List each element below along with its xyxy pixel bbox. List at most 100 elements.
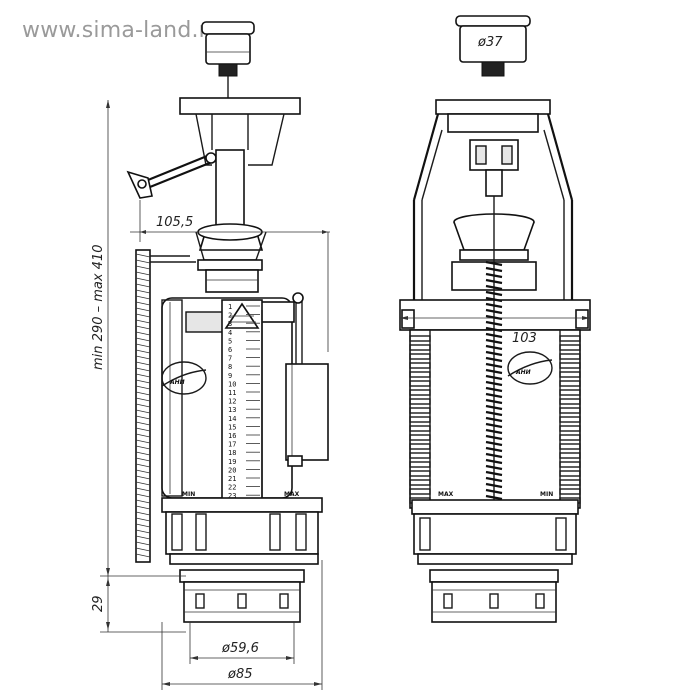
left-dim-thread: 29 [91,595,106,612]
left-max-label: MAX [284,491,300,498]
spring-coil [485,434,503,441]
spring-coil [485,332,503,339]
rod-tick [135,541,151,546]
spring-coil [485,356,503,363]
spring-coil [485,446,503,453]
rod-tick [135,403,151,408]
left-logo-text: АНИ [169,379,185,386]
scale-number: 4 [228,329,232,337]
right-min-label: MIN [540,491,553,498]
rod-tick [135,319,151,324]
rod-tick [135,451,151,456]
spring-coil [485,386,503,393]
rod-tick [135,415,151,420]
right-dim-button: ø37 [477,35,503,50]
left-top-flange [179,97,301,166]
rod-tick [135,409,151,414]
rod-tick [135,253,151,258]
right-main-body: 103 [399,299,591,509]
spring-coil [485,278,503,285]
spring-coil [485,470,503,477]
rod-tick [135,529,151,534]
spring-coil [485,488,503,495]
rod-tick [135,499,151,504]
scale-number: 13 [228,406,236,414]
rod-tick [135,289,151,294]
left-dimensions: 105,5 min 290 – max 410 29 ø59,6 ø85 [91,100,330,690]
scale-number: 17 [228,441,236,449]
watermark-text: www.sima-land.ru [22,18,223,43]
rod-tick [135,517,151,522]
left-dim-outer: ø85 [227,667,253,682]
spring-coil [485,416,503,423]
left-view: 123456789101112131415161718192021222324 … [91,21,330,690]
spring-coil [485,410,503,417]
spring-coil [485,266,503,273]
spring-coil [485,284,503,291]
left-min-label: MIN [182,491,195,498]
rod-tick [135,391,151,396]
spring-coil [485,482,503,489]
right-dim-width: 103 [512,331,537,346]
rod-tick [135,283,151,288]
rod-tick [135,265,151,270]
right-lower-skirt [411,499,579,565]
spring-coil [485,374,503,381]
scale-number: 10 [228,380,236,388]
left-dim-arm: 105,5 [156,215,193,230]
scale-number: 7 [228,355,232,363]
rod-tick [135,421,151,426]
rod-tick [135,511,151,516]
rod-tick [135,271,151,276]
rod-tick [135,535,151,540]
rod-tick [135,445,151,450]
spring-coil [485,380,503,387]
scale-number: 3 [228,320,232,328]
spring-coil [485,290,503,297]
rod-tick [135,427,151,432]
spring-coil [485,296,503,303]
left-dim-inner: ø59,6 [221,641,259,656]
spring-coil [485,392,503,399]
scale-number: 9 [228,372,232,380]
scale-number: 12 [228,398,236,406]
right-thread-nut [429,569,559,623]
rod-tick [135,337,151,342]
left-dim-height: min 290 – max 410 [91,245,106,371]
rod-tick [135,397,151,402]
spring-coil [485,422,503,429]
spring-coil [485,350,503,357]
rod-tick [135,433,151,438]
rod-tick [135,547,151,552]
left-logo: АНИ [161,361,207,395]
rod-tick [135,277,151,282]
spring-coil [485,314,503,321]
spring-coil [485,458,503,465]
spring-coil [485,362,503,369]
spring-coil [485,320,503,327]
rod-tick [135,487,151,492]
rod-tick [135,301,151,306]
spring-coil [485,440,503,447]
scale-number: 20 [228,466,236,474]
rod-tick [135,343,151,348]
left-push-button [201,21,255,98]
rod-tick [135,553,151,558]
rod-tick [135,439,151,444]
left-adjust-rod [135,249,196,563]
scale-number: 19 [228,458,236,466]
scale-number: 8 [228,363,232,371]
spring-coil [485,398,503,405]
rod-tick [135,523,151,528]
scale-number: 6 [228,346,232,354]
spring-coil [485,326,503,333]
rod-tick [135,475,151,480]
rod-tick [135,373,151,378]
scale-number: 2 [228,312,232,320]
right-view: ø37 [399,15,591,623]
spring-coil [485,338,503,345]
spring-coil [485,308,503,315]
scale-number: 22 [228,484,236,492]
spring-coil [485,272,503,279]
